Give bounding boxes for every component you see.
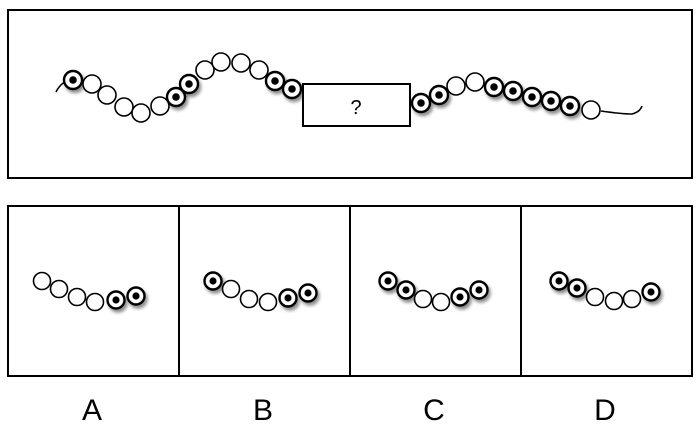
option-c-label[interactable]: C — [423, 394, 445, 427]
white-bead — [465, 72, 485, 92]
black-dot-bead — [396, 280, 416, 300]
white-bead — [221, 279, 241, 299]
string-end — [600, 105, 643, 115]
black-dot-bead — [549, 271, 569, 291]
white-bead — [413, 289, 433, 309]
black-dot-bead — [203, 271, 223, 291]
black-dot-bead — [540, 90, 562, 112]
white-bead — [249, 60, 269, 80]
black-dot-bead — [450, 287, 470, 307]
black-dot-bead — [264, 70, 286, 92]
option-d-chain[interactable] — [549, 271, 661, 311]
black-dot-bead — [126, 286, 146, 306]
black-dot-bead — [281, 78, 303, 100]
black-dot-bead — [278, 288, 298, 308]
option-b-chain[interactable] — [203, 271, 318, 312]
white-bead — [32, 271, 52, 291]
black-dot-bead — [410, 92, 432, 114]
white-bead — [211, 52, 231, 72]
black-dot-bead — [106, 290, 126, 310]
question-left-chain — [55, 52, 303, 123]
white-bead — [231, 53, 251, 73]
white-bead — [258, 292, 278, 312]
black-dot-bead — [641, 282, 661, 302]
white-bead — [85, 292, 105, 312]
white-bead — [67, 287, 87, 307]
black-dot-bead — [298, 283, 318, 303]
white-bead — [585, 287, 605, 307]
white-bead — [446, 76, 466, 96]
white-bead — [82, 74, 102, 94]
black-dot-bead — [559, 95, 581, 117]
white-bead — [97, 85, 117, 105]
white-bead — [49, 279, 69, 299]
white-bead — [239, 289, 259, 309]
option-d-label[interactable]: D — [594, 394, 616, 427]
white-bead — [150, 96, 170, 116]
white-bead — [114, 97, 134, 117]
black-dot-bead — [165, 86, 187, 108]
black-dot-bead — [178, 73, 200, 95]
black-dot-bead — [62, 69, 84, 91]
option-c-chain[interactable] — [378, 271, 489, 312]
white-bead — [581, 100, 601, 120]
white-bead — [195, 60, 215, 80]
white-bead — [622, 289, 642, 309]
white-bead — [604, 291, 624, 311]
black-dot-bead — [483, 76, 505, 98]
black-dot-bead — [521, 86, 543, 108]
missing-segment-box — [302, 83, 411, 127]
white-bead — [131, 103, 151, 123]
missing-segment-mark: ? — [350, 97, 361, 119]
option-a-chain[interactable] — [32, 271, 146, 312]
black-dot-bead — [469, 280, 489, 300]
white-bead — [431, 292, 451, 312]
option-b-label[interactable]: B — [253, 394, 273, 427]
black-dot-bead — [567, 278, 587, 298]
question-right-chain — [410, 72, 643, 120]
option-a-label[interactable]: A — [82, 394, 102, 427]
black-dot-bead — [378, 271, 398, 291]
black-dot-bead — [502, 80, 524, 102]
black-dot-bead — [428, 84, 450, 106]
